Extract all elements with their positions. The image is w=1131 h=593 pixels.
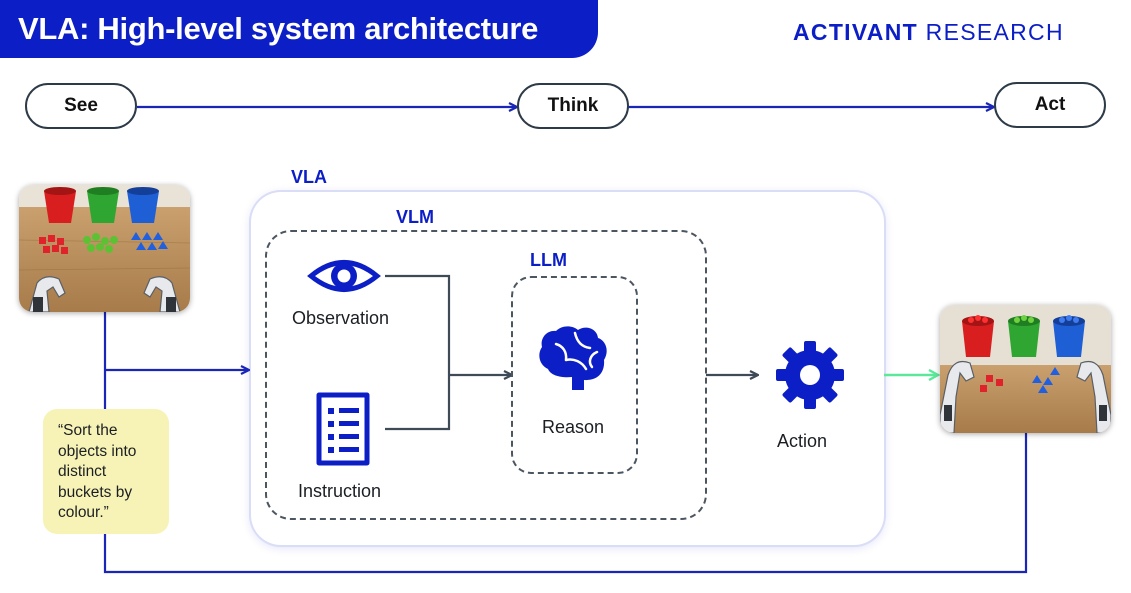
llm-label: LLM bbox=[530, 250, 567, 270]
stage-think-label: Think bbox=[547, 95, 599, 116]
input-scene-image bbox=[19, 185, 190, 312]
vlm-label: VLM bbox=[396, 207, 434, 227]
gear-icon bbox=[776, 341, 844, 409]
instruction-prompt: “Sort the objects into distinct buckets … bbox=[43, 409, 169, 534]
instruction-label: Instruction bbox=[298, 481, 382, 501]
reason-label: Reason bbox=[542, 417, 605, 437]
output-scene-image bbox=[940, 305, 1111, 433]
instruction-prompt-text: “Sort the objects into distinct buckets … bbox=[58, 422, 137, 521]
stage-see-label: See bbox=[64, 95, 98, 116]
observation-label: Observation bbox=[292, 308, 390, 328]
brand-logo-light: RESEARCH bbox=[925, 19, 1064, 45]
connector-observation bbox=[385, 274, 451, 375]
brand-logo: ACTIVANT RESEARCH bbox=[793, 19, 1064, 46]
brain-icon bbox=[539, 326, 607, 390]
page-title: VLA: High-level system architecture bbox=[18, 11, 539, 46]
vla-label: VLA bbox=[291, 167, 327, 187]
brand-logo-bold: ACTIVANT bbox=[793, 19, 918, 45]
vlm-container bbox=[265, 230, 707, 520]
checklist-icon bbox=[316, 392, 370, 466]
stage-see: See bbox=[25, 83, 137, 129]
eye-icon bbox=[307, 260, 381, 292]
stage-act: Act bbox=[994, 82, 1106, 128]
stage-act-label: Act bbox=[1034, 94, 1066, 115]
stage-think: Think bbox=[517, 83, 629, 129]
title-banner: VLA: High-level system architecture bbox=[0, 0, 598, 58]
action-label: Action bbox=[777, 431, 828, 451]
llm-container bbox=[511, 276, 638, 474]
connector-instruction bbox=[385, 375, 451, 431]
